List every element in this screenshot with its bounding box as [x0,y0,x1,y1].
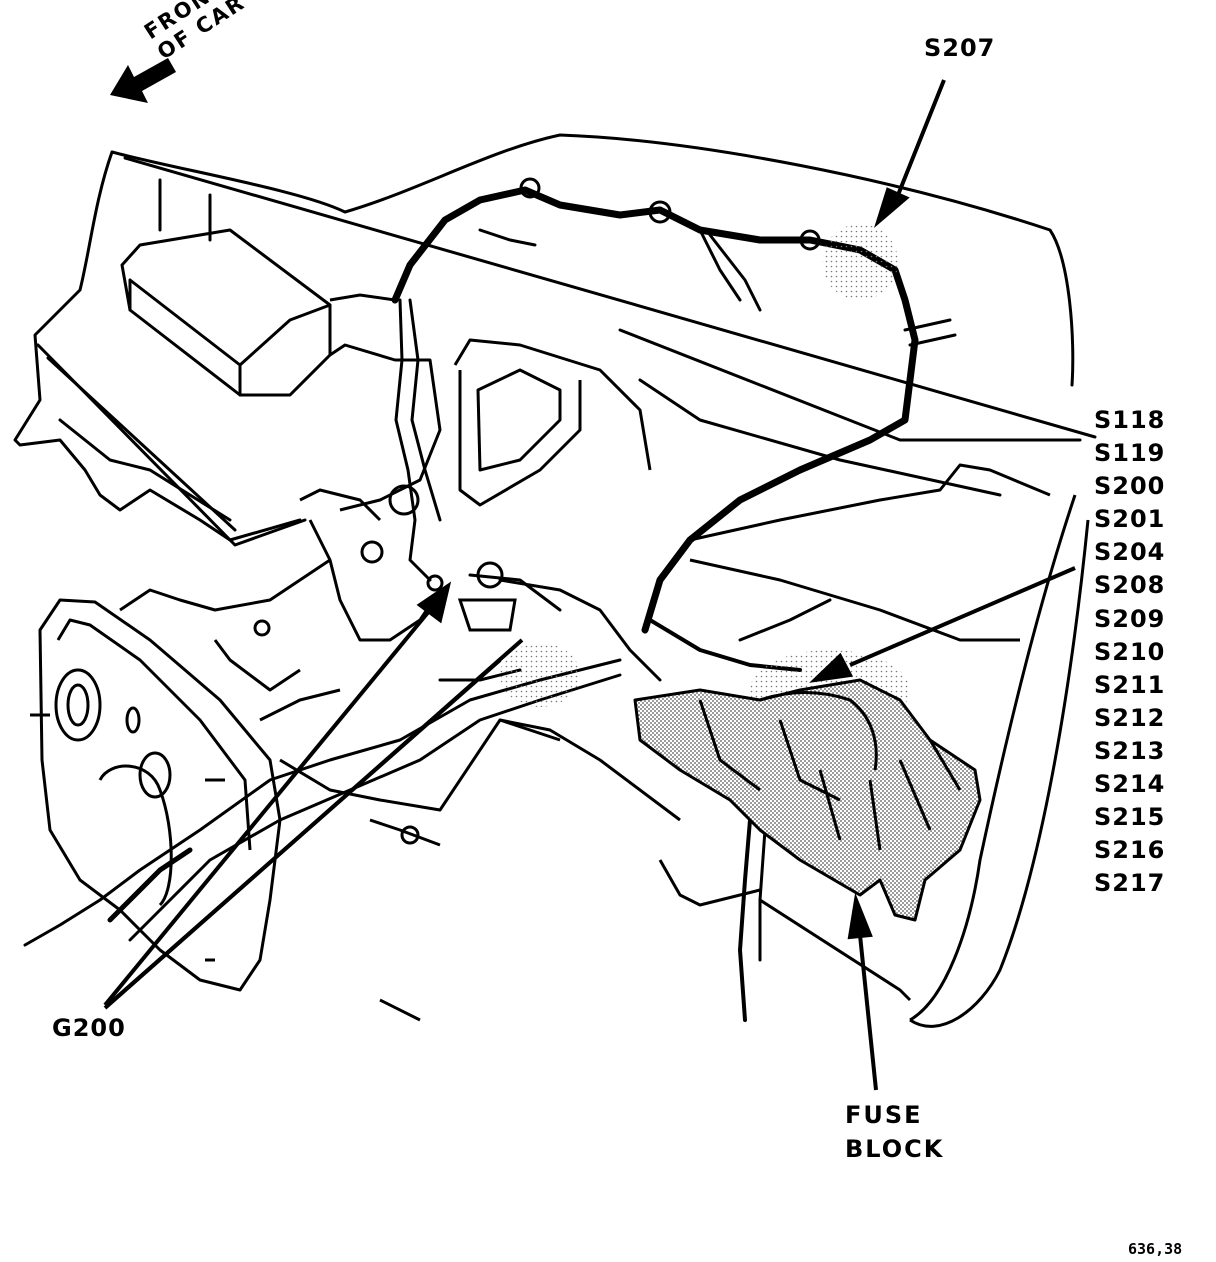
fuse-block-label-line1: FUSE [845,1101,923,1129]
splice-label: S214 [1094,770,1166,799]
left-cowl-panel [30,598,282,992]
figure-number: 636,38 [1128,1240,1183,1258]
splice-shading [500,224,910,730]
fasteners [329,177,821,632]
splice-label: S215 [1094,803,1166,832]
splice-label: S200 [1094,472,1166,501]
fuse-block [633,678,982,922]
splice-label: S213 [1094,736,1166,765]
fuse-block-label-line2: BLOCK [845,1135,945,1163]
splice-label: S210 [1094,637,1166,666]
steering-bracket [299,338,652,642]
leader-arrows [103,79,1076,1091]
splice-list: S118 S119 S200 S201 S204 S208 S209 S210 … [1094,404,1165,900]
splice-label: S201 [1094,505,1166,534]
floor-lines [119,558,761,1022]
front-arrow-icon [110,58,176,103]
splice-label: S209 [1094,604,1166,633]
splice-label: S118 [1094,406,1166,434]
splice-label: S204 [1094,538,1166,567]
instrument-panel [13,133,1097,547]
g200-label: G200 [52,1014,126,1042]
splice-label: S208 [1094,571,1166,600]
splice-label: S211 [1094,670,1166,699]
splice-label: S216 [1094,836,1166,865]
splice-label: S217 [1094,869,1166,898]
s207-label: S207 [924,34,996,62]
splice-label: S212 [1094,703,1166,732]
fuse-block-label: FUSE BLOCK [845,1098,944,1166]
splice-label: S119 [1094,439,1166,468]
right-kick-panel [689,463,1090,1028]
